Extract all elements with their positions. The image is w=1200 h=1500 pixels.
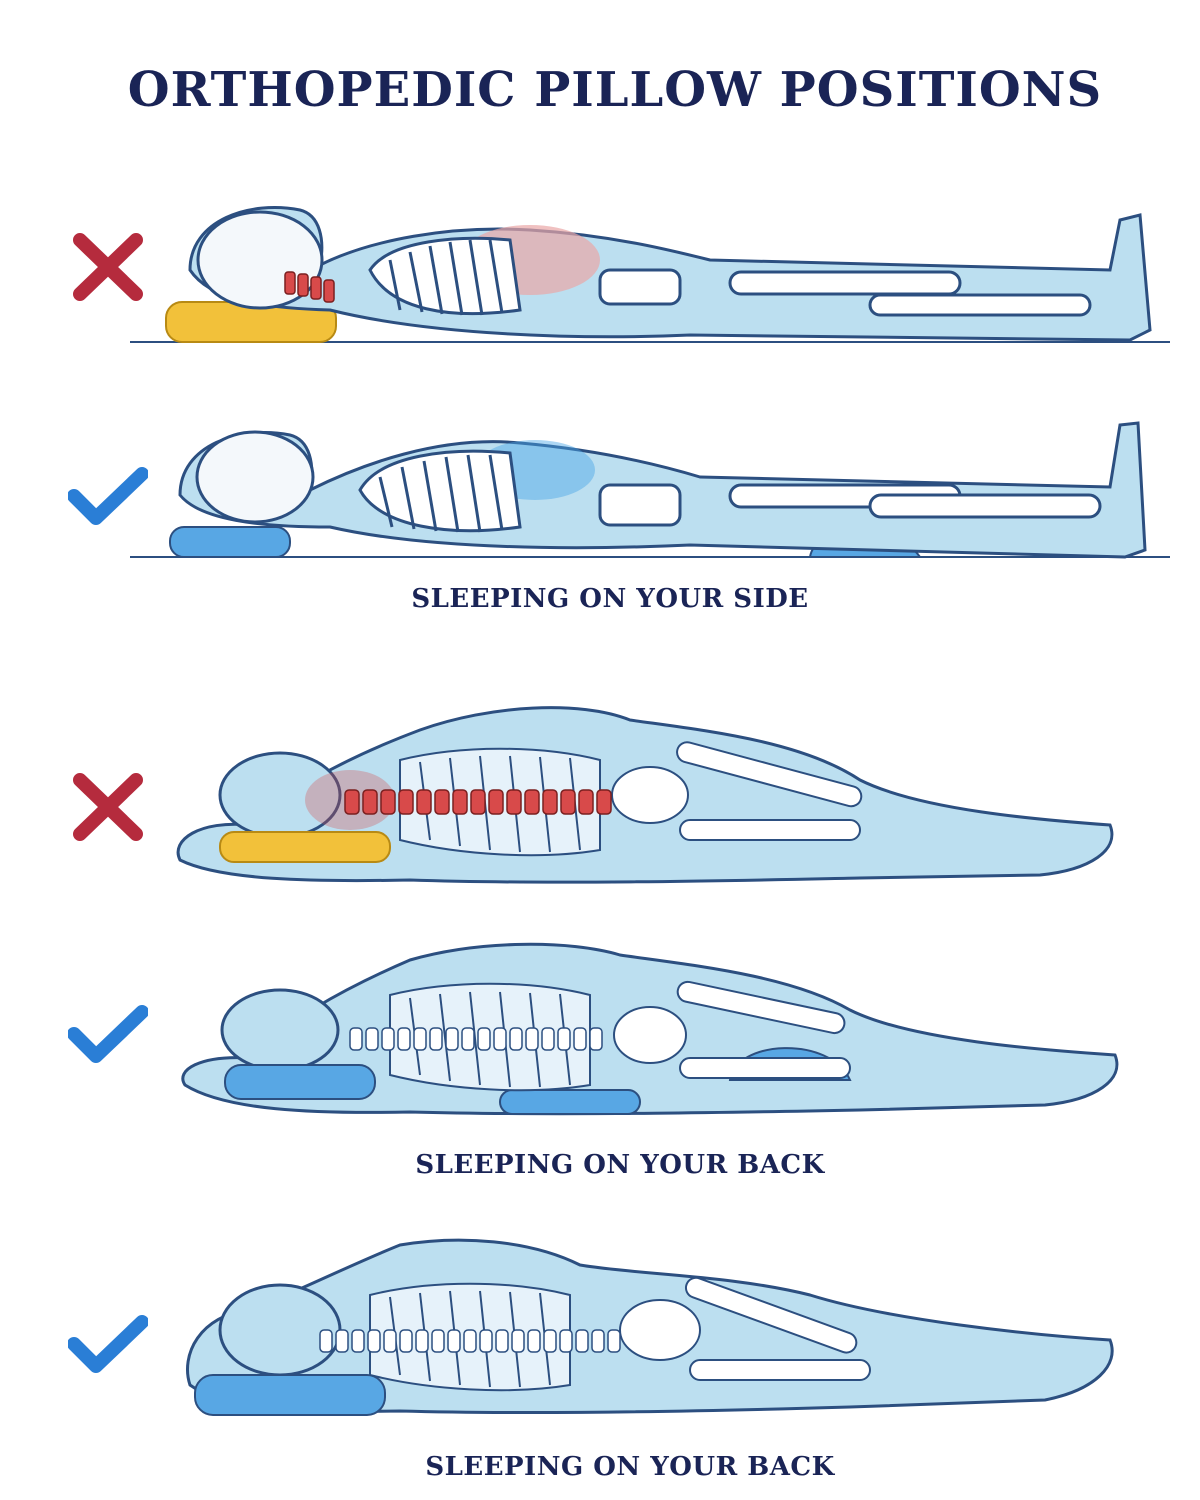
side-correct-figure (186, 1238, 1114, 1416)
side-pillow (219, 831, 391, 863)
page-title: ORTHOPEDIC PILLOW POSITIONS (127, 62, 1103, 118)
supine-incorrect-figure (130, 206, 1170, 343)
section-caption: SLEEPING ON YOUR SIDE (411, 584, 809, 614)
check-icon (68, 1315, 148, 1373)
side-incorrect-figure (176, 706, 1114, 884)
head-pillow (194, 1374, 386, 1416)
low-pillow (169, 526, 291, 558)
section-caption: SLEEPING ON YOUR BACK (415, 1150, 825, 1180)
cross-icon (73, 773, 143, 841)
section-caption: SLEEPING ON YOUR BACK (425, 1452, 835, 1482)
cross-icon (73, 233, 143, 301)
waist-pillow (499, 1089, 641, 1115)
supine-correct-figure (130, 421, 1170, 559)
side-correct-pillows-figure (181, 942, 1119, 1116)
check-icon (68, 467, 148, 525)
check-icon (68, 1005, 148, 1063)
head-pillow (224, 1064, 376, 1100)
